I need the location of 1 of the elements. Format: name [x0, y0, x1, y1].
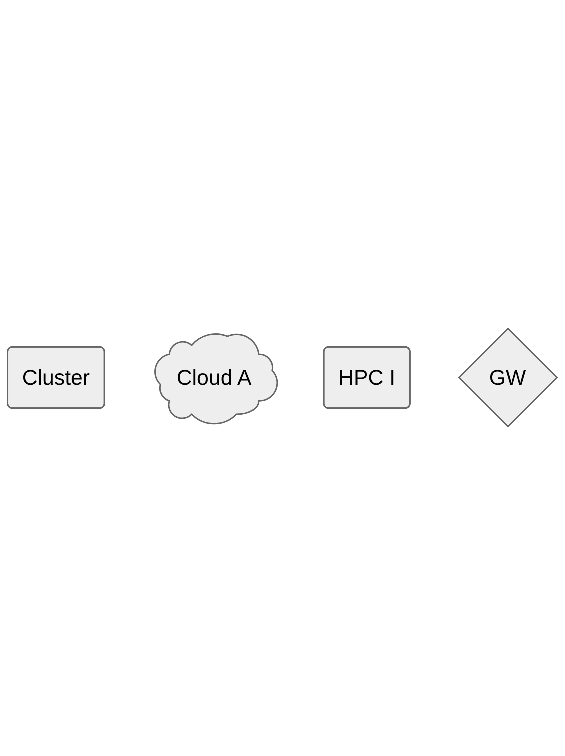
node-diamond: GW — [458, 328, 558, 428]
